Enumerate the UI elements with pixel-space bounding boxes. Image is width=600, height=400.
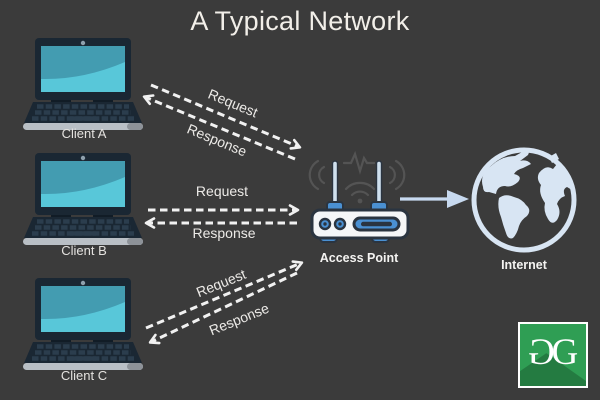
logo-monogram: GG (520, 331, 586, 373)
client-c-group (23, 278, 143, 375)
response-arrow-client-a (142, 94, 296, 161)
request-arrow-client-c (145, 260, 304, 330)
laptop-icon (23, 38, 143, 130)
client-c-label: Client C (60, 368, 108, 383)
client-b-label: Client B (61, 243, 107, 258)
laptop-icon (23, 278, 143, 370)
request-arrow-client-a (150, 83, 302, 150)
client-a-label: Client A (61, 126, 107, 141)
access-point-group (300, 149, 420, 254)
internet-label: Internet (501, 258, 547, 272)
access-point-icon (308, 150, 410, 243)
request-label-client-b: Request (195, 183, 249, 199)
globe-icon (471, 147, 577, 253)
globe-continents (482, 150, 572, 239)
logo-glyph-g: G (551, 331, 579, 373)
logo-glyph-mirrored-g: G (529, 331, 555, 373)
access-point-label: Access Point (319, 251, 399, 265)
client-a-group (23, 38, 143, 135)
geeksforgeeks-logo: GG (518, 322, 588, 388)
page-title: A Typical Network (190, 6, 410, 36)
client-b-group (23, 153, 143, 250)
response-label-client-b: Response (192, 225, 256, 241)
response-arrow-client-c (148, 271, 298, 345)
ap-to-internet-arrow (400, 190, 469, 208)
laptop-icon (23, 153, 143, 245)
internet-group (469, 145, 579, 260)
wifi-signal-decoration (308, 150, 406, 204)
